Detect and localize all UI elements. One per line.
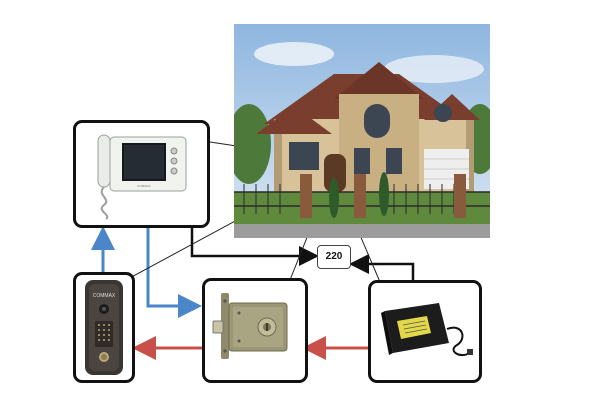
outdoor-call-panel-box: COMMAX xyxy=(73,272,135,383)
house-photo xyxy=(234,24,490,238)
wire-monitor-to-lock xyxy=(146,228,202,318)
electromechanical-lock-box xyxy=(202,278,308,383)
wire-monitor-to-mains xyxy=(190,228,319,266)
door-call-panel-icon: COMMAX xyxy=(85,280,123,375)
power-supply-icon xyxy=(381,303,473,357)
video-intercom-monitor-icon: COMMAX xyxy=(97,134,187,220)
power-adapter-box xyxy=(368,280,482,383)
indoor-monitor-box: COMMAX xyxy=(73,120,210,228)
doorbell-brand-text: COMMAX xyxy=(93,293,116,299)
door-lock-icon xyxy=(212,293,288,359)
monitor-brand-text: COMMAX xyxy=(137,184,151,188)
house-icon xyxy=(234,24,490,238)
wire-adapter-to-mains xyxy=(349,254,415,280)
mains-220-label: 220 xyxy=(317,245,351,269)
